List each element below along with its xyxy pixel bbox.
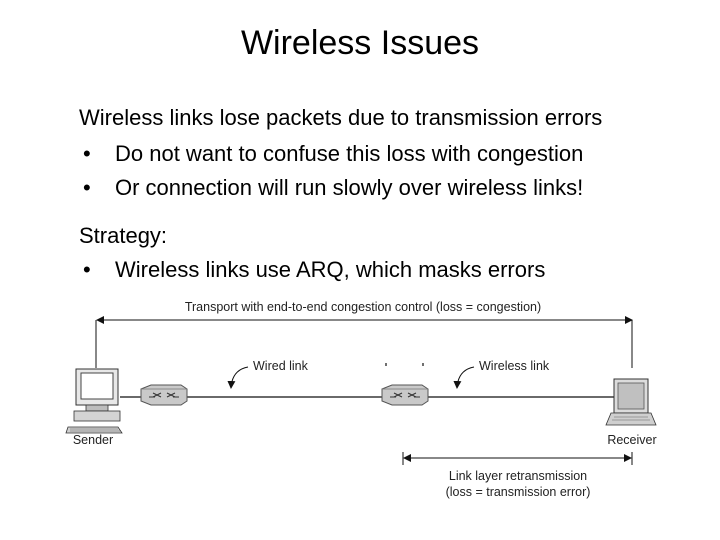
wired-link-callout <box>227 366 249 389</box>
desktop-computer-icon <box>65 368 123 434</box>
router-icon <box>381 384 429 406</box>
bullet-text: Wireless links use ARQ, which masks erro… <box>115 257 546 282</box>
wired-link-label: Wired link <box>253 359 309 373</box>
transport-label: Transport with end-to-end congestion con… <box>185 300 541 314</box>
strategy-heading: Strategy: <box>79 223 168 248</box>
transport-arrow <box>95 316 633 368</box>
bullet-text: Do not want to confuse this loss with co… <box>115 141 584 166</box>
bullet-dot: • <box>83 257 91 282</box>
receiver-label: Receiver <box>607 433 656 447</box>
router-icon <box>140 384 188 406</box>
laptop-icon <box>605 378 657 426</box>
link-layer-label: Link layer retransmission <box>449 469 587 483</box>
wireless-link-label: Wireless link <box>479 359 550 373</box>
slide-title: Wireless Issues <box>240 24 480 62</box>
link-layer-arrow <box>402 452 633 465</box>
link-layer-sublabel: (loss = transmission error) <box>446 485 591 499</box>
bullet-text: Or connection will run slowly over wirel… <box>115 175 584 200</box>
bullet-dot: • <box>83 141 91 166</box>
wireless-link-callout <box>453 366 475 389</box>
sender-label: Sender <box>73 433 113 447</box>
bullet-dot: • <box>83 175 91 200</box>
intro-text: Wireless links lose packets due to trans… <box>79 105 603 130</box>
